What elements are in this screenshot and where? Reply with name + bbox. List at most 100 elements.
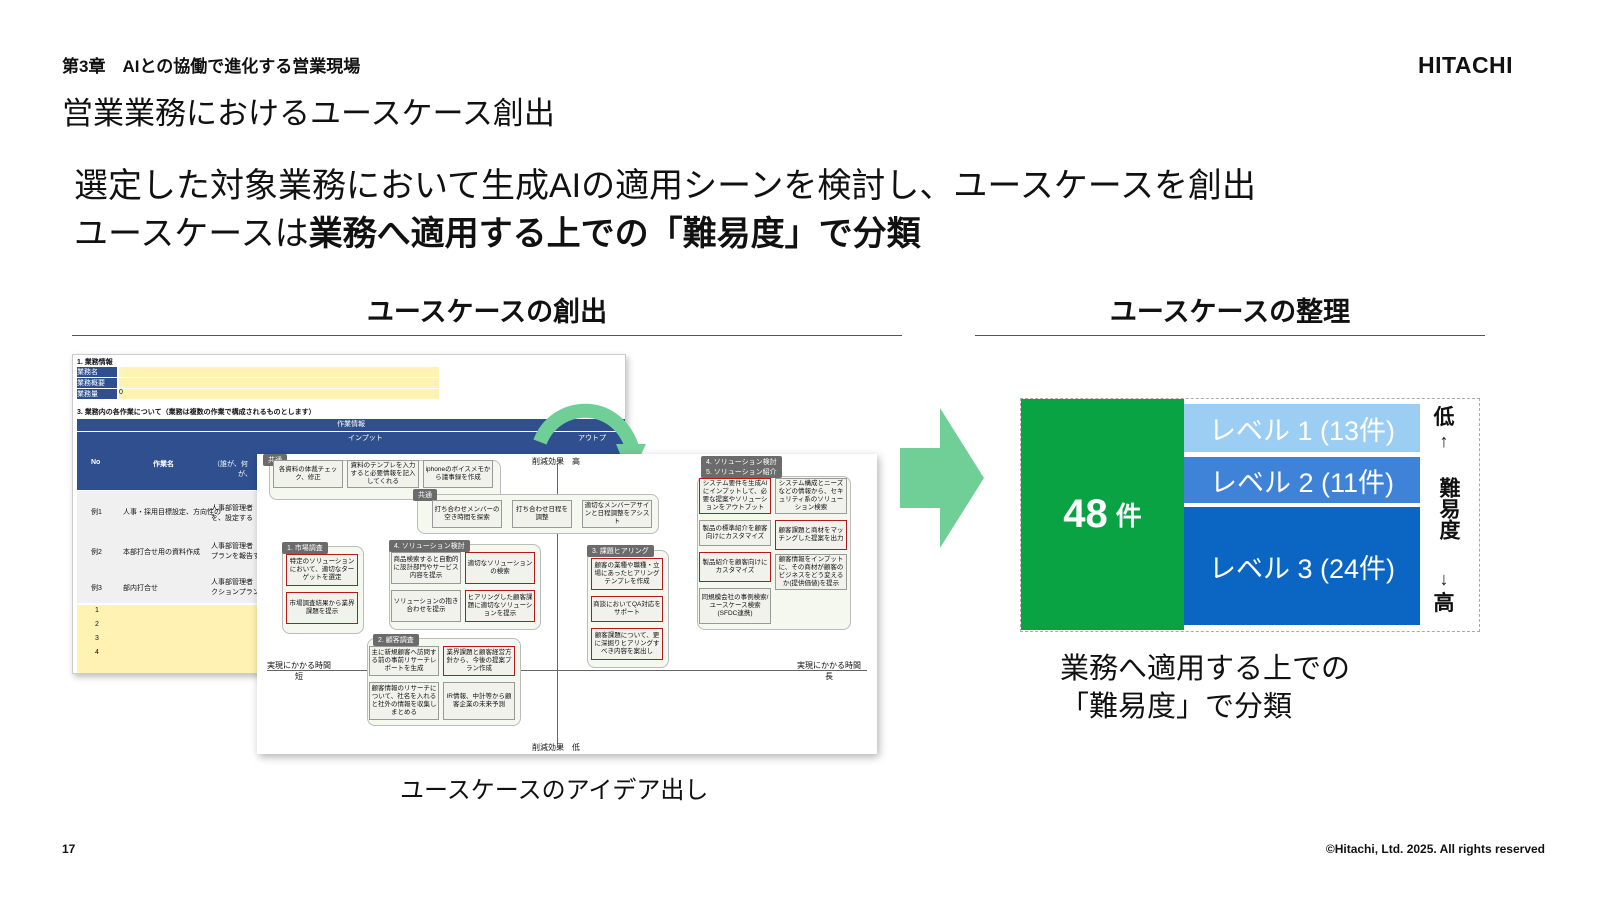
group-tag: 4. ソリューション検討 <box>701 456 782 468</box>
sheet-row-no: 例3 <box>91 585 102 592</box>
usecase-card: 主に新規顧客へ訪問する前の事前リサーチレポートを生成 <box>369 646 439 676</box>
sheet-row-c3: 人事部管理者 <box>211 543 253 550</box>
usecase-card: 製品紹介を顧客向けにカスタマイズ <box>699 552 771 582</box>
usecase-card: ソリューションの抱き合わせを提示 <box>391 590 461 622</box>
sheet-row-task: 部内打合せ <box>123 585 158 592</box>
sheet-row-no: 例1 <box>91 509 102 516</box>
sheet-blank-no: 3 <box>95 635 99 642</box>
difficulty-high: 高 <box>1433 592 1455 615</box>
sheet-section-1: 1. 業務情報 <box>77 359 113 366</box>
usecase-card: 商談においてQA対応をサポート <box>591 596 663 622</box>
usecase-card: 打ち合わせ日程を調整 <box>512 500 572 528</box>
axis-bottom-label: 削減効果 低 <box>532 743 580 752</box>
usecase-card: iphoneのボイスメモから議事録を作成 <box>423 460 493 488</box>
lead-line-1: 選定した対象業務において生成AIの適用シーンを検討し、ユースケースを創出 <box>74 167 1257 205</box>
group-tag: 2. 顧客調査 <box>373 634 419 646</box>
sheet-row-c3: 人事部管理者 <box>211 579 253 586</box>
sheet-blank-no: 4 <box>95 649 99 656</box>
sheet-row-task: 本部打合せ用の資料作成 <box>123 549 200 556</box>
lead-line-2-bold: 業務へ適用する上での「難易度」で分類 <box>308 215 921 253</box>
usecase-card: 特定のソリューションにおいて、適切なターゲットを選定 <box>286 554 358 586</box>
summary-line-1: 業務へ適用する上での <box>1060 653 1351 685</box>
sheet-header-input: インプット <box>348 435 383 442</box>
sheet-header-output: アウトプ <box>578 435 606 442</box>
usecase-creation-title: ユースケースの創出 <box>366 297 608 327</box>
slide-title: 営業業務におけるユースケース創出 <box>62 96 555 131</box>
matrix-vertical-axis <box>557 464 558 744</box>
usecase-card: 顧客の業種や職種・立場にあったヒアリングテンプレを作成 <box>591 558 663 590</box>
difficulty-label: 難易度 <box>1437 476 1460 540</box>
sheet-col-task: 作業名 <box>153 461 174 468</box>
lead-line-2-prefix: ユースケースは <box>74 215 309 253</box>
usecase-card: 顧客情報のリサーチについて、社名を入れると社外の情報を収集しまとめる <box>369 682 439 720</box>
sheet-row-task: 人事・採用目標設定、方向性の <box>123 509 221 516</box>
copyright: ©Hitachi, Ltd. 2025. All rights reserved <box>1325 842 1545 856</box>
sheet-section-3: 3. 業務内の各作業について（業務は複数の作業で構成されるものとします） <box>77 409 316 416</box>
sheet-blank-no: 1 <box>95 607 99 614</box>
level-2-block: レベル 2 (11件) <box>1184 457 1420 503</box>
usecase-card: 顧客課題と商材をマッチングした提案を出力 <box>775 520 847 550</box>
idea-matrix-thumbnail: 削減効果 高 削減効果 低 実現にかかる時間 短 実現にかかる時間 長 共通 各… <box>257 454 877 754</box>
arrow-up-icon: ↑ <box>1439 431 1449 451</box>
group-tag: 5. ソリューション紹介 <box>701 466 782 478</box>
difficulty-low: 低 <box>1433 406 1455 429</box>
level-3-block: レベル 3 (24件) <box>1184 507 1420 625</box>
usecase-card: 市場調査結果から業界課題を提示 <box>286 592 358 624</box>
matrix-horizontal-axis <box>267 670 867 671</box>
group-tag: 4. ソリューション検討 <box>389 540 470 552</box>
total-unit: 件 <box>1115 501 1142 531</box>
page-number: 17 <box>62 842 76 856</box>
usecase-card: 適切なメンバーアサインと日程調整をアシスト <box>582 500 652 528</box>
total-count: 48 <box>1063 492 1108 536</box>
sheet-row-c4: プランを報告す <box>211 553 260 560</box>
level-1-block: レベル 1 (13件) <box>1184 404 1420 452</box>
sheet-col-no: No <box>91 459 101 466</box>
usecase-card: 商品検索すると自動的に設計部門やサービス内容を提示 <box>391 552 461 584</box>
usecase-card: 顧客情報をインプットに、その商材が顧客のビジネスをどう変えるか(提供価値)を提示 <box>775 554 847 590</box>
sheet-row-c4: を、設定する <box>211 515 253 522</box>
usecase-card: システム要件を生成AIにインプットして、必要な提案やソリューションをアウトプット <box>699 478 771 514</box>
levels-frame <box>1020 398 1480 632</box>
arrow-down-icon: ↓ <box>1439 569 1449 589</box>
hitachi-logo: HITACHI <box>1418 52 1514 78</box>
sheet-field-1: 業務名 <box>77 367 117 377</box>
usecase-card: IR情報、中計等から顧客企業の未来予測 <box>443 682 515 720</box>
sheet-field-1-value <box>119 367 439 377</box>
usecase-card: 製品の標準紹介を顧客向けにカスタマイズ <box>699 520 771 546</box>
axis-top-label: 削減効果 高 <box>532 457 580 466</box>
summary-line-2: 「難易度」で分類 <box>1060 691 1293 723</box>
usecase-organize-title: ユースケースの整理 <box>1109 297 1351 327</box>
sheet-col-who: （誰が、何 <box>213 461 248 468</box>
total-usecases: 48 件 <box>1021 399 1184 630</box>
sheet-field-3: 業務量 <box>77 389 117 399</box>
sheet-blank-no: 2 <box>95 621 99 628</box>
sheet-field-3-value: 0 <box>119 389 439 399</box>
usecase-card: 打ち合わせメンバーの空き時間を探索 <box>432 500 502 528</box>
group-tag: 共通 <box>413 489 437 501</box>
left-section-divider <box>72 335 902 336</box>
sheet-row-no: 例2 <box>91 549 102 556</box>
usecase-card: 業界課題と顧客経営方針から、今後の提案プラン作成 <box>443 646 515 676</box>
axis-left-label: 実現にかかる時間 短 <box>267 661 331 681</box>
sheet-col-who-2: が、 <box>238 471 252 478</box>
usecase-card: ヒアリングした顧客課題に適切なソリューションを提示 <box>465 590 535 622</box>
axis-right-label: 実現にかかる時間 長 <box>797 661 861 681</box>
sheet-row-c3: 人事部管理者 <box>211 505 253 512</box>
usecase-card: 各資料の体裁チェック、修正 <box>273 460 343 488</box>
group-tag: 3. 課題ヒアリング <box>587 545 654 557</box>
sheet-field-2: 業務概要 <box>77 378 117 388</box>
lead-line-2: ユースケースは業務へ適用する上での「難易度」で分類 <box>74 206 921 255</box>
sheet-field-2-value <box>119 378 439 388</box>
group-tag: 1. 市場調査 <box>282 542 328 554</box>
usecase-card: 同規模会社の事例検索/ユースケース検索(SFDC連携) <box>699 588 771 624</box>
right-section-divider <box>975 335 1485 336</box>
usecase-card: 顧客課題について、更に深掘りヒアリングすべき内容を案出し <box>591 628 663 660</box>
idea-caption: ユースケースのアイデア出し <box>400 777 709 804</box>
classification-summary: 業務へ適用する上での 「難易度」で分類 <box>1060 650 1350 726</box>
chapter-label: 第3章 AIとの協働で進化する営業現場 <box>62 57 361 76</box>
right-arrow-icon <box>900 408 984 548</box>
sheet-header-main: 作業情報 <box>77 419 625 431</box>
usecase-card: システム構成とニーズなどの情報から、セキュリティ系のソリューション検索 <box>775 478 847 514</box>
usecase-card: 資料のテンプレを入力すると必要情報を記入してくれる <box>347 460 419 488</box>
usecase-card: 適切なソリューションの検索 <box>465 552 535 584</box>
